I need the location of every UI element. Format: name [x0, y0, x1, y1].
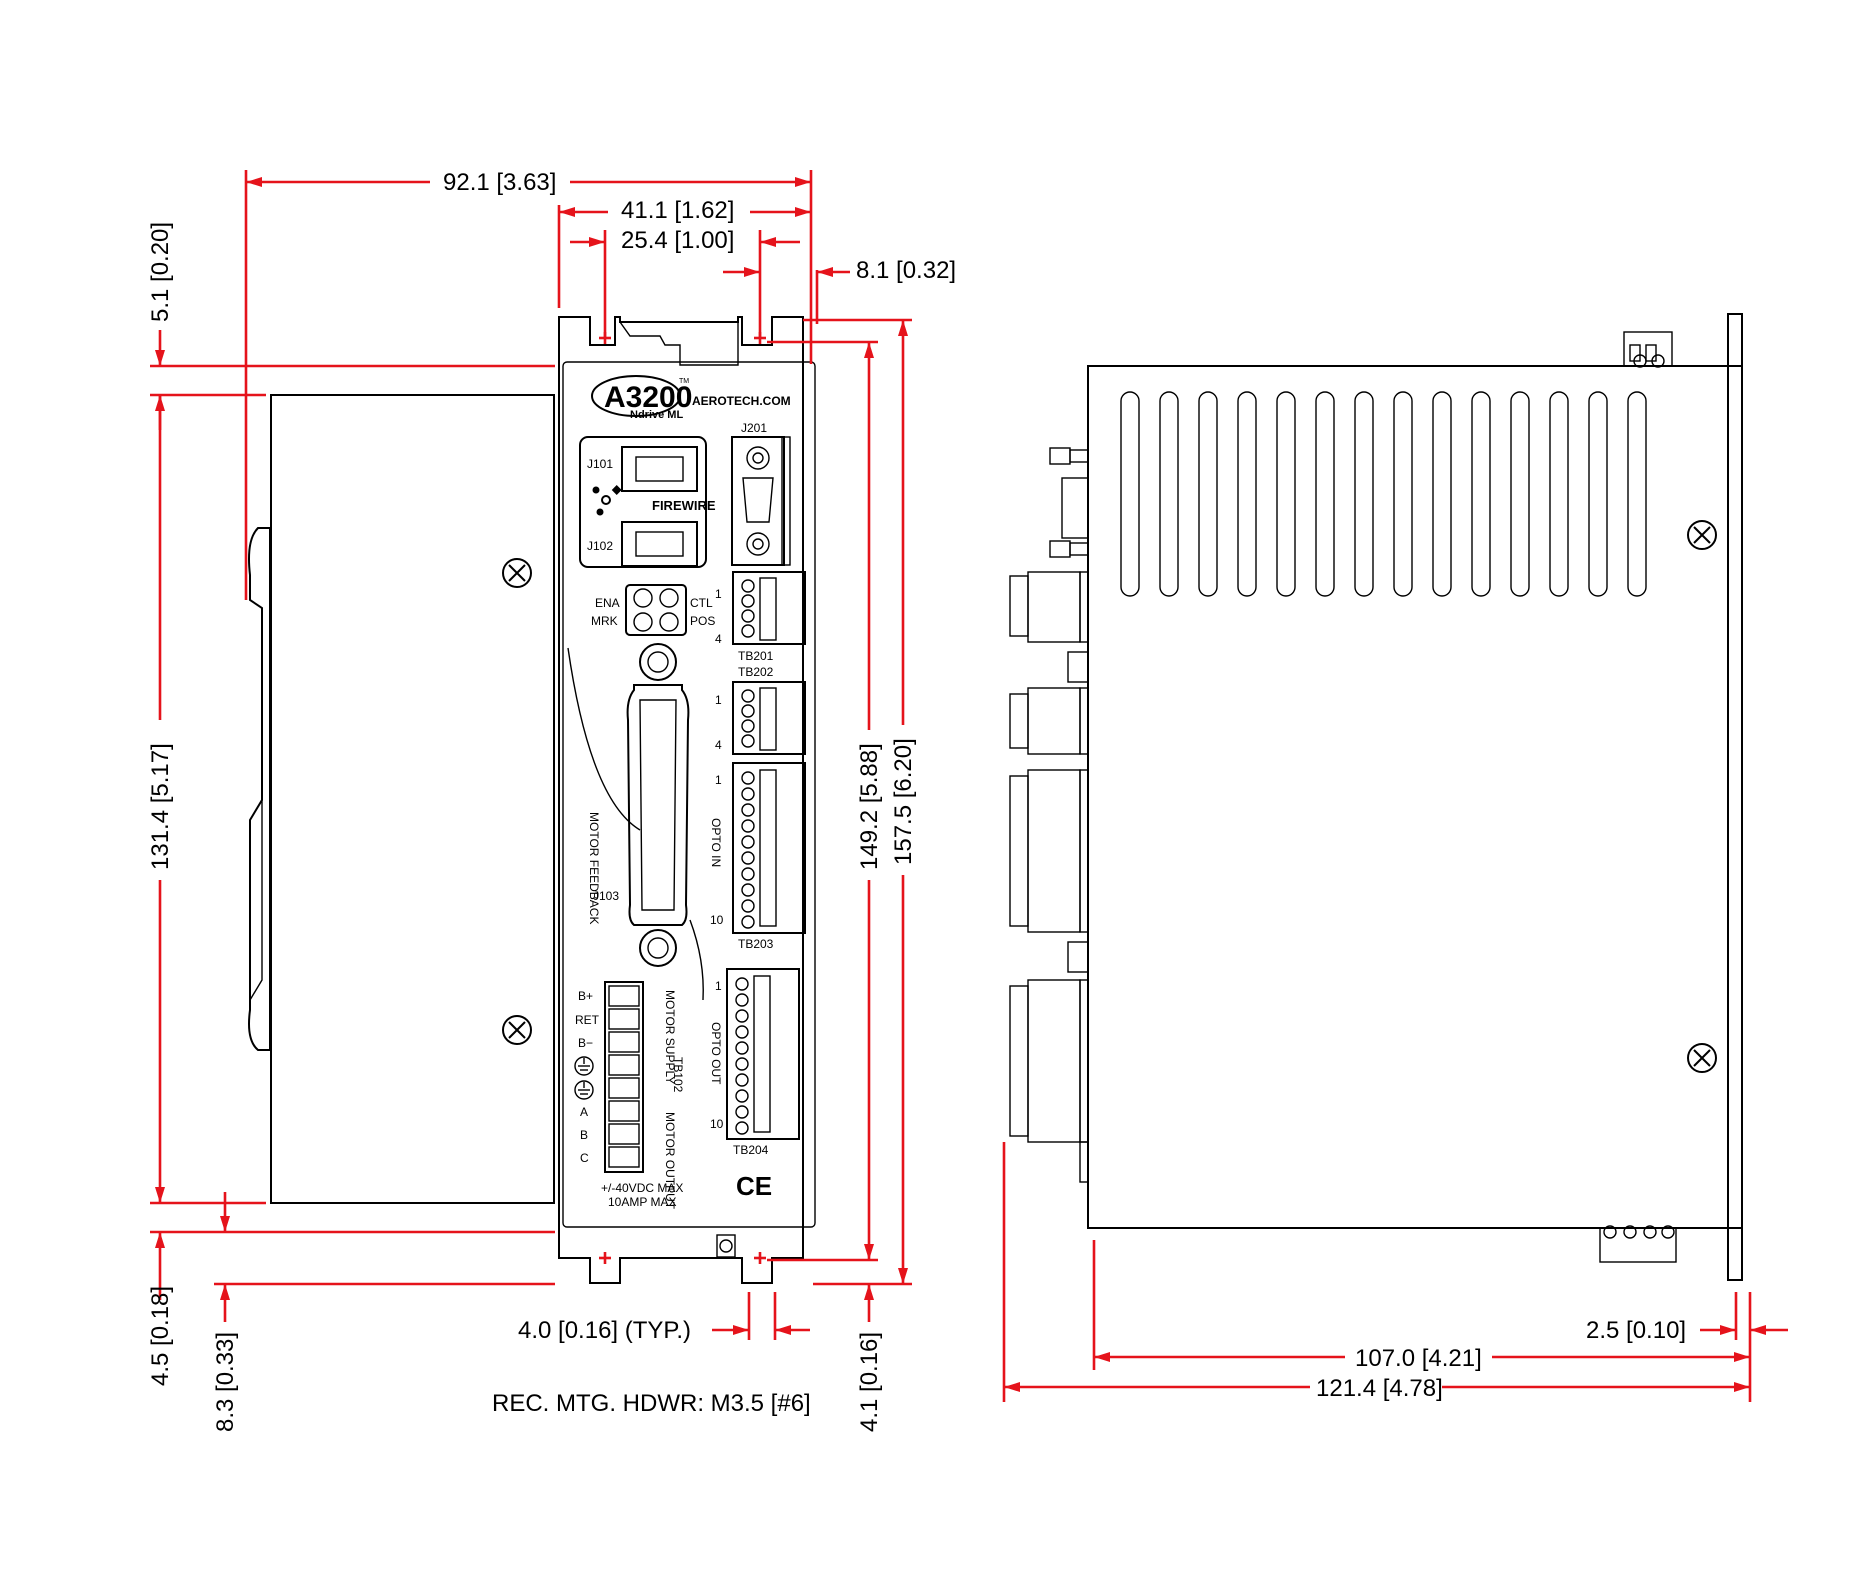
brand-logo: A3200 TM Ndrive ML AEROTECH.COM	[591, 375, 791, 421]
svg-text:CTL: CTL	[690, 596, 713, 610]
dim-top-offset: 5.1 [0.20]	[147, 222, 174, 322]
side-view	[1009, 313, 1743, 1281]
svg-text:FIREWIRE: FIREWIRE	[652, 498, 716, 513]
dim-flange-thickness: 2.5 [0.10]	[1586, 1317, 1686, 1344]
screw-icon	[1687, 1043, 1717, 1073]
svg-text:OPTO IN: OPTO IN	[709, 818, 723, 867]
svg-text:POS: POS	[690, 614, 715, 628]
svg-text:+/-40VDC MAX: +/-40VDC MAX	[601, 1181, 683, 1195]
svg-text:J101: J101	[587, 457, 613, 471]
dimension-lines	[150, 170, 1788, 1402]
dim-width-total: 92.1 [3.63]	[443, 169, 556, 196]
svg-text:TB202: TB202	[738, 665, 774, 679]
svg-text:TB203: TB203	[738, 937, 774, 951]
screw-icon	[502, 1015, 532, 1045]
svg-text:B+: B+	[578, 989, 593, 1003]
firewire-block: J101 FIREWIRE J102	[579, 436, 716, 568]
svg-text:1: 1	[715, 587, 722, 601]
svg-text:10AMP MAX: 10AMP MAX	[608, 1195, 676, 1209]
db25-connector-j103: MOTOR FEEDBACK J103	[567, 643, 704, 1001]
svg-text:MOTOR OUTPUT: MOTOR OUTPUT	[663, 1112, 677, 1210]
terminal-block-tb204: 1 10 OPTO OUT TB204	[709, 968, 800, 1157]
svg-text:4: 4	[715, 632, 722, 646]
front-view: A3200 TM Ndrive ML AEROTECH.COM J201 J10…	[248, 316, 816, 1284]
svg-text:B−: B−	[578, 1036, 593, 1050]
svg-text:4: 4	[715, 738, 722, 752]
label-j201: J201	[741, 421, 767, 435]
svg-text:B: B	[580, 1128, 588, 1142]
dimension-labels: 92.1 [3.63] 41.1 [1.62] 25.4 [1.00] 8.1 …	[147, 169, 1686, 1432]
dim-depth-body: 107.0 [4.21]	[1355, 1345, 1482, 1372]
model-name: Ndrive ML	[630, 409, 683, 421]
ground-lug	[716, 1234, 736, 1258]
firewire-port-j101	[621, 446, 698, 492]
dim-slot-width: 4.0 [0.16] (TYP.)	[518, 1317, 691, 1344]
svg-text:A: A	[580, 1105, 588, 1119]
svg-text:MOTOR SUPPLY: MOTOR SUPPLY	[663, 990, 677, 1084]
front-panel-inner	[562, 361, 816, 1228]
status-leds: ENA MRK CTL POS	[591, 584, 715, 636]
svg-text:TM: TM	[679, 378, 689, 385]
vent-slots	[1120, 391, 1647, 597]
website: AEROTECH.COM	[692, 394, 791, 408]
screw-icon	[1687, 520, 1717, 550]
dim-hole-span: 149.2 [5.88]	[856, 743, 883, 870]
side-connectors	[1009, 447, 1089, 1183]
svg-text:RET: RET	[575, 1013, 600, 1027]
svg-text:1: 1	[715, 693, 722, 707]
din-clip	[248, 527, 271, 1051]
svg-text:1: 1	[715, 773, 722, 787]
brand-name: A3200	[604, 381, 692, 414]
firewire-port-j102	[621, 521, 698, 567]
dim-bottom-hole-offset: 4.1 [0.16]	[856, 1332, 883, 1432]
dim-hole-to-edge: 41.1 [1.62]	[621, 197, 734, 224]
screw-icon	[502, 558, 532, 588]
terminal-block-tb202: TB202 1 4	[715, 665, 806, 755]
db9-connector-j201	[731, 436, 791, 566]
firewire-icon	[592, 485, 622, 516]
side-plate	[270, 394, 555, 1204]
side-body	[1087, 365, 1743, 1229]
terminal-block-tb201: 1 4 TB201	[715, 571, 806, 663]
ground-icon	[574, 1080, 594, 1100]
ce-mark: CE	[736, 1171, 772, 1201]
svg-text:MRK: MRK	[591, 614, 618, 628]
terminal-block-tb102: B+ RET B− A B C MOTOR SUPPLY TB102 MOTOR…	[574, 981, 685, 1210]
svg-text:10: 10	[710, 913, 724, 927]
svg-text:C: C	[580, 1151, 589, 1165]
dim-depth-total: 121.4 [4.78]	[1316, 1375, 1443, 1402]
dim-overall-height: 157.5 [6.20]	[890, 738, 917, 865]
dim-bottom-offset-a: 4.5 [0.18]	[147, 1286, 174, 1386]
svg-text:1: 1	[715, 979, 722, 993]
dim-right-offset: 8.1 [0.32]	[856, 257, 956, 284]
flange	[1727, 313, 1743, 1281]
svg-text:10: 10	[710, 1117, 724, 1131]
dim-hole-spacing: 25.4 [1.00]	[621, 227, 734, 254]
ground-icon	[574, 1056, 594, 1076]
svg-text:J102: J102	[587, 539, 613, 553]
svg-text:MOTOR FEEDBACK: MOTOR FEEDBACK	[587, 812, 601, 924]
svg-text:ENA: ENA	[595, 596, 620, 610]
svg-text:OPTO OUT: OPTO OUT	[709, 1022, 723, 1085]
mounting-hardware-note: REC. MTG. HDWR: M3.5 [#6]	[492, 1390, 811, 1417]
svg-text:TB201: TB201	[738, 649, 774, 663]
terminal-block-tb203: 1 10 OPTO IN TB203	[709, 762, 806, 951]
hole-markers	[599, 332, 766, 1264]
svg-text:TB102: TB102	[671, 1057, 685, 1093]
dim-bottom-offset-b: 8.3 [0.33]	[212, 1332, 239, 1432]
front-panel	[558, 316, 804, 1284]
dim-body-height: 131.4 [5.17]	[147, 743, 174, 870]
svg-text:J103: J103	[593, 889, 619, 903]
svg-text:TB204: TB204	[733, 1143, 769, 1157]
